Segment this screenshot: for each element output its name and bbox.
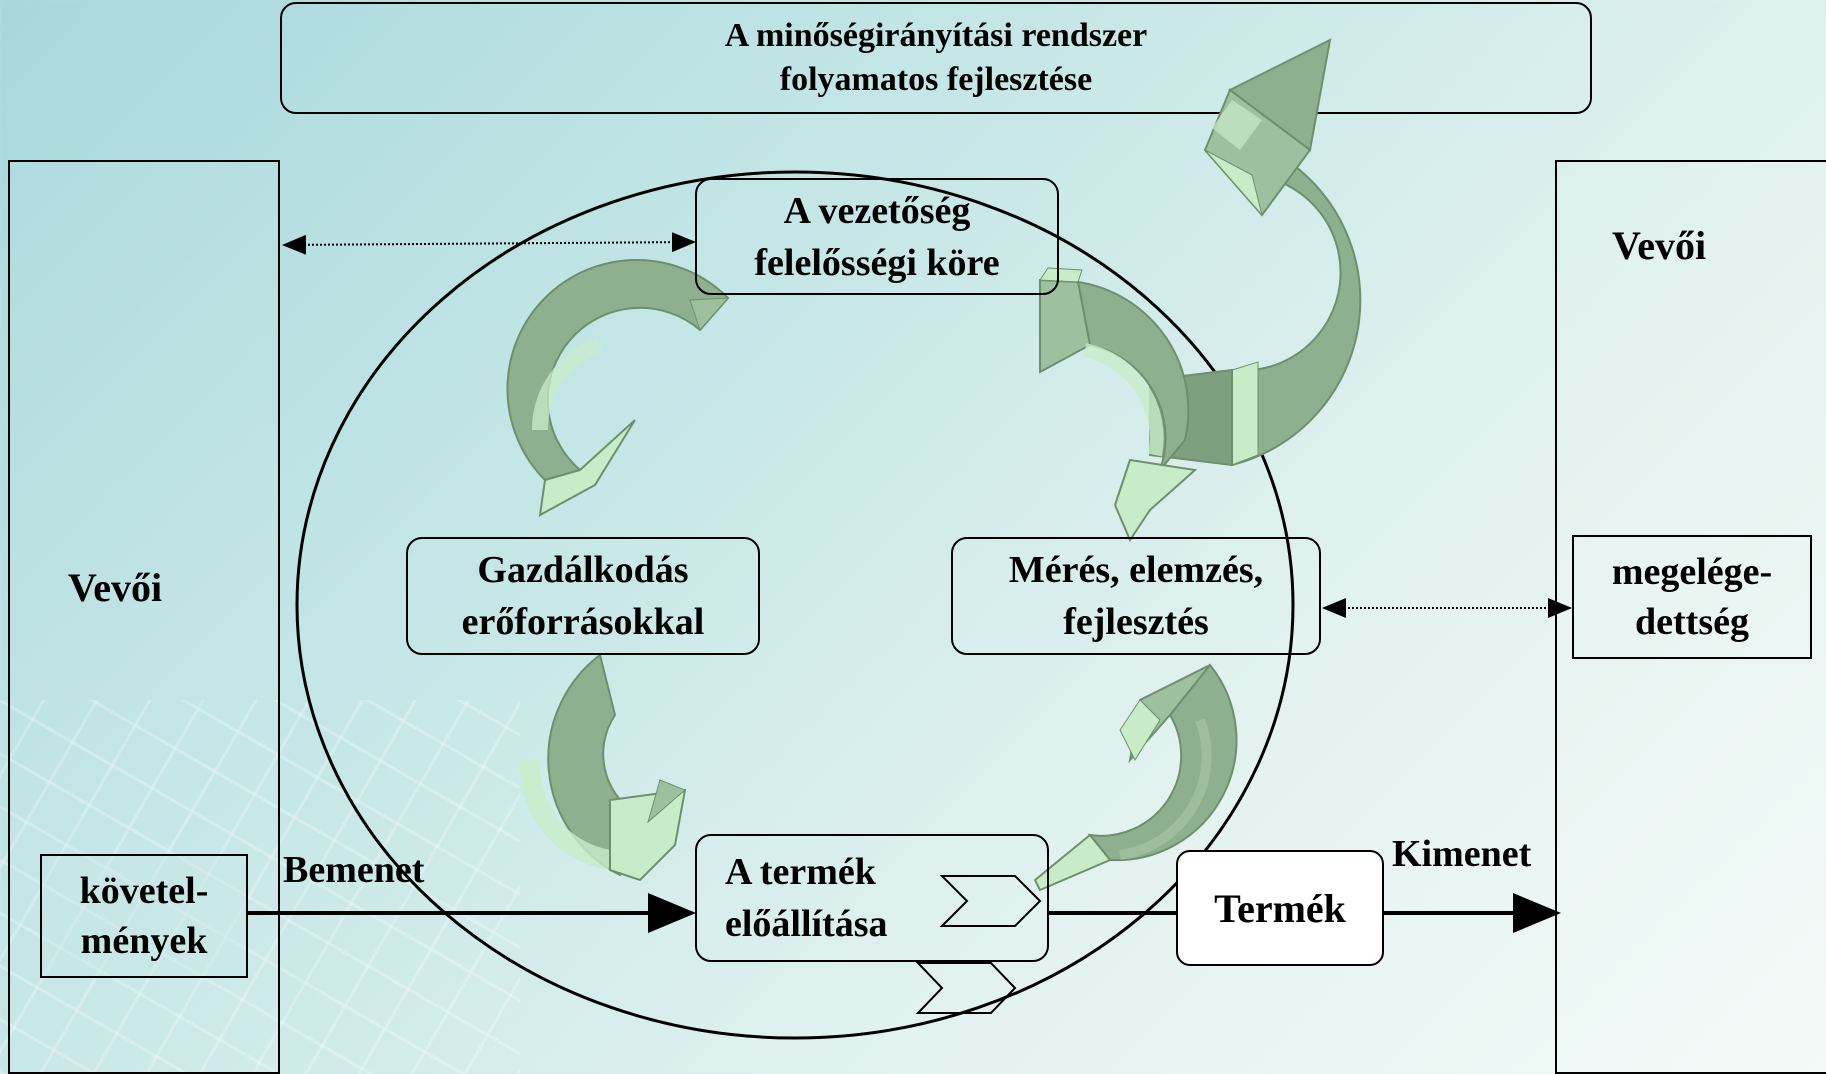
title-line-2: folyamatos fejlesztése (779, 61, 1093, 98)
resource-management-box: Gazdálkodás erőforrásokkal (406, 537, 760, 655)
left-customer-label: Vevői (68, 565, 163, 610)
satisfaction-line-1: megelége- (1611, 551, 1773, 593)
satisfaction-line-2: dettség (1635, 601, 1749, 643)
right-customer-label: Vevői (1612, 223, 1707, 268)
management-link (282, 232, 696, 255)
management-responsibility-box: A vezetőség felelősségi köre (695, 178, 1059, 295)
background-grid (0, 700, 520, 1074)
input-label: Bemenet (283, 849, 425, 891)
chevron-icon (915, 962, 1017, 1014)
left-customer-panel (8, 160, 280, 1074)
resources-line-2: erőforrásokkal (461, 601, 705, 643)
title-box: A minőségirányítási rendszer folyamatos … (280, 2, 1592, 114)
product-label: Termék (1214, 885, 1346, 931)
output-label: Kimenet (1392, 833, 1532, 875)
production-line-1: A termék (725, 851, 876, 893)
measurement-line-1: Mérés, elemzés, (1008, 549, 1264, 591)
management-line-1: A vezetőség (783, 189, 971, 232)
cycle-arrow-icon (506, 258, 730, 517)
chevron-icon (939, 875, 1042, 927)
resources-line-1: Gazdálkodás (477, 549, 689, 591)
measurement-line-2: fejlesztés (1063, 601, 1209, 643)
cycle-arrow-icon (519, 653, 687, 882)
satisfaction-box: megelége- dettség (1572, 535, 1812, 659)
product-realization-box: A termék előállítása (695, 834, 1049, 962)
product-box: Termék (1176, 850, 1384, 966)
management-line-2: felelősségi köre (754, 241, 1000, 284)
requirements-line-1: követel- (79, 870, 209, 912)
cycle-arrow-icon (1033, 663, 1238, 892)
requirements-line-2: mények (80, 920, 208, 962)
title-line-1: A minőségirányítási rendszer (724, 17, 1148, 54)
measurement-analysis-box: Mérés, elemzés, fejlesztés (951, 537, 1321, 655)
production-line-2: előállítása (725, 903, 888, 945)
requirements-box: követel- mények (40, 854, 248, 978)
process-circle (295, 170, 1295, 1040)
cycle-arrow-icon (1039, 267, 1198, 543)
